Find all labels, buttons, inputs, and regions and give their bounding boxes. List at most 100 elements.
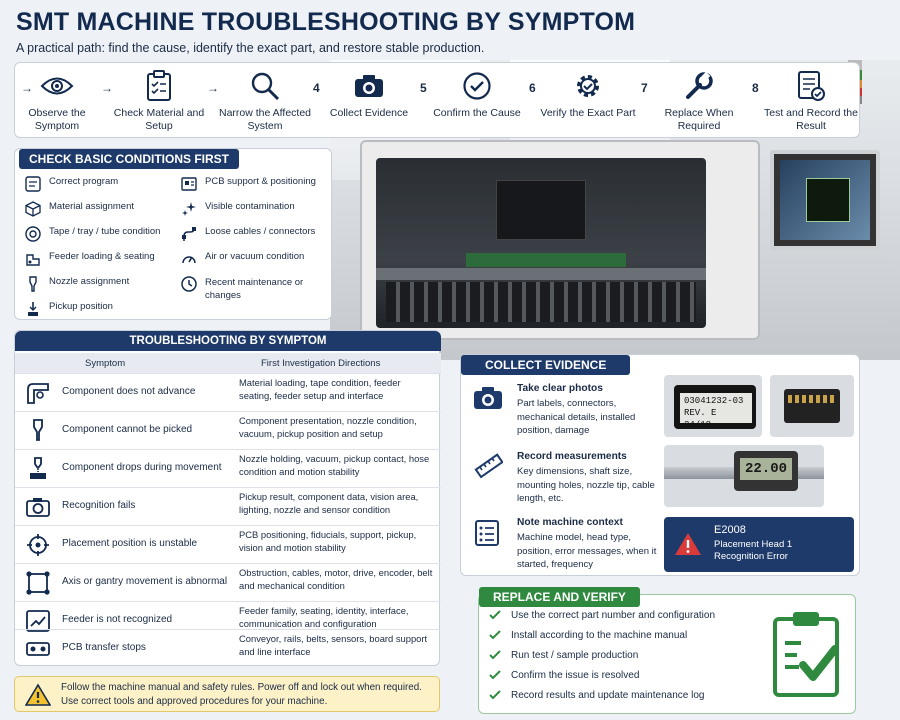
check-icon: [489, 650, 501, 660]
feeder-advance-icon: [27, 383, 49, 404]
symptom-text: Component does not advance: [62, 386, 196, 397]
replace-title: REPLACE AND VERIFY: [479, 587, 640, 607]
error-line-1: Placement Head 1: [714, 539, 793, 550]
process-steps-bar: → Observe the Symptom → Check Material a…: [14, 62, 860, 138]
arrow-icon: →: [101, 81, 113, 95]
col-directions: First Investigation Directions: [261, 358, 381, 369]
check-icon: [489, 630, 501, 640]
condition-item: PCB support & positioning: [181, 176, 316, 192]
part-label-photo: 03041232-03 REV. E 24/18: [664, 375, 762, 437]
arrow-icon: →: [21, 81, 33, 95]
eye-icon: [40, 77, 74, 95]
replace-verify-panel: REPLACE AND VERIFY Use the correct part …: [478, 587, 856, 714]
conditions-title: CHECK BASIC CONDITIONS FIRST: [19, 149, 240, 169]
warning-text: Follow the machine manual and safety rul…: [61, 682, 422, 707]
error-line-2: Recognition Error: [714, 551, 788, 562]
component-drop-icon: [30, 457, 46, 479]
clipboard-icon: [147, 70, 171, 101]
pcb-icon: [181, 177, 197, 191]
cable-icon: [182, 227, 196, 241]
check-circle-icon: [463, 72, 491, 100]
ruler-icon: [474, 453, 503, 479]
error-message-box: E2008 Placement Head 1 Recognition Error: [664, 517, 854, 572]
evidence-title: COLLECT EVIDENCE: [461, 355, 631, 375]
step-replace: Replace When Required: [651, 67, 747, 133]
magnifier-icon: [251, 72, 280, 101]
check-icon: [489, 610, 501, 620]
conveyor-icon: [26, 642, 50, 656]
report-icon: [798, 71, 825, 101]
error-code: E2008: [714, 524, 746, 536]
symptom-table: TROUBLESHOOTING BY SYMPTOM Symptom First…: [14, 330, 441, 667]
camera-icon: [355, 75, 383, 97]
clock-icon: [181, 276, 197, 292]
replace-item: Install according to the machine manual: [489, 629, 687, 641]
table-row: Placement position is unstable PCB posit…: [15, 525, 441, 563]
symptom-text: Component cannot be picked: [62, 424, 193, 435]
condition-item: Tape / tray / tube condition: [25, 226, 160, 242]
condition-item: Recent maintenance or changes: [181, 276, 321, 302]
crosshair-icon: [27, 534, 49, 556]
condition-item: Correct program: [25, 176, 118, 192]
caliper-reading: 22.00: [740, 458, 792, 480]
placement-head: [496, 180, 586, 240]
safety-warning: Follow the machine manual and safety rul…: [14, 676, 440, 712]
feeder-id-icon: [26, 610, 50, 632]
smt-machine: [360, 140, 760, 340]
wrench-icon: [686, 71, 713, 99]
nozzle-icon: [29, 276, 37, 292]
step-label: Check Material and Setup: [113, 107, 205, 132]
table-row: Recognition fails Pickup result, compone…: [15, 487, 441, 525]
gauge-icon: [182, 256, 196, 264]
table-title: TROUBLESHOOTING BY SYMPTOM: [15, 331, 441, 351]
direction-text: Component presentation, nozzle condition…: [239, 415, 417, 439]
checklist-icon: [25, 176, 41, 192]
replace-item: Use the correct part number and configur…: [489, 609, 715, 621]
table-row: Component does not advance Material load…: [15, 373, 441, 411]
condition-item: Visible contamination: [181, 201, 295, 217]
table-header: Symptom First Investigation Directions: [15, 353, 441, 373]
step-label: Confirm the Cause: [433, 107, 521, 119]
symptom-text: Recognition fails: [62, 500, 136, 511]
direction-text: Material loading, tape condition, feeder…: [239, 377, 401, 401]
step-number: 5: [420, 81, 427, 95]
warning-icon: [675, 533, 701, 555]
condition-item: Nozzle assignment: [25, 276, 129, 292]
replace-item: Confirm the issue is resolved: [489, 669, 639, 681]
step-check-material: Check Material and Setup: [111, 67, 207, 133]
part-revision-label: REV. E 24/18: [684, 408, 717, 430]
step-label: Test and Record the Result: [764, 107, 858, 132]
arrow-icon: →: [207, 81, 219, 95]
table-row: PCB transfer stops Conveyor, rails, belt…: [15, 629, 441, 667]
step-number: 7: [641, 81, 648, 95]
step-label: Narrow the Affected System: [218, 107, 312, 132]
step-number: 6: [529, 81, 536, 95]
feeder-icon: [26, 254, 40, 266]
symptom-text: Component drops during movement: [62, 462, 222, 473]
replace-item: Run test / sample production: [489, 649, 638, 661]
table-row: Axis or gantry movement is abnormal Obst…: [15, 563, 441, 601]
step-number: 8: [752, 81, 759, 95]
box-icon: [25, 201, 41, 217]
step-label: Observe the Symptom: [28, 107, 86, 132]
replace-item: Record results and update maintenance lo…: [489, 689, 704, 701]
symptom-text: Axis or gantry movement is abnormal: [62, 576, 228, 587]
symptom-text: Placement position is unstable: [62, 538, 198, 549]
collect-evidence-panel: COLLECT EVIDENCE Take clear photos Part …: [460, 354, 860, 576]
feeder-bank: [386, 282, 696, 322]
list-icon: [475, 520, 499, 546]
symptom-text: Feeder is not recognized: [62, 614, 173, 625]
step-confirm-cause: Confirm the Cause: [429, 67, 525, 120]
step-number: 4: [313, 81, 320, 95]
tape-reel-icon: [25, 226, 41, 242]
part-number-label: 03041232-03: [684, 396, 744, 406]
condition-item: Feeder loading & seating: [25, 251, 155, 267]
step-collect-evidence: Collect Evidence: [321, 67, 417, 120]
check-icon: [489, 670, 501, 680]
axis-icon: [26, 571, 50, 595]
machine-monitor: [770, 150, 880, 250]
step-narrow-system: Narrow the Affected System: [217, 67, 313, 133]
direction-text: Pickup result, component data, vision ar…: [239, 491, 419, 515]
direction-text: Feeder family, seating, identity, interf…: [239, 605, 409, 629]
page-title: SMT MACHINE TROUBLESHOOTING BY SYMPTOM: [16, 8, 636, 36]
